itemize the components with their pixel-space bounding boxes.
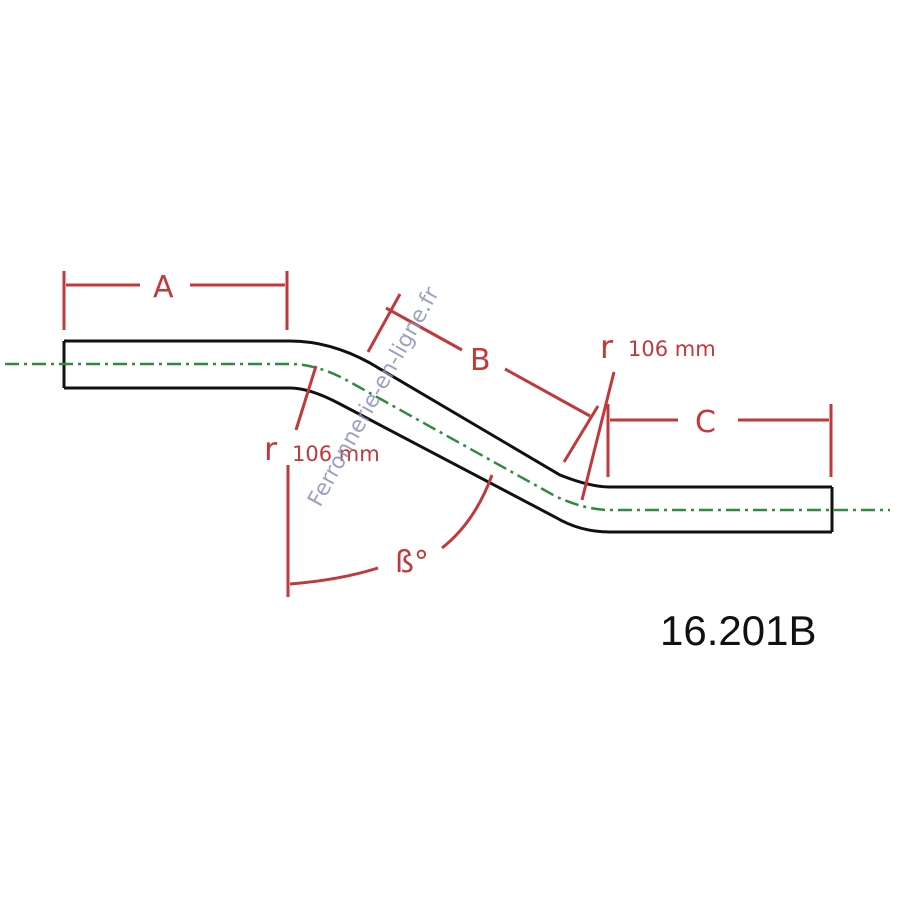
label-r2-value: 106 mm bbox=[628, 337, 716, 361]
dim-b-extension-right bbox=[562, 405, 600, 463]
label-r2: r bbox=[600, 328, 614, 366]
labels: A B C r 106 mm r 106 mm ß° bbox=[153, 270, 716, 580]
r1-pointer bbox=[294, 365, 318, 431]
label-angle: ß° bbox=[395, 545, 429, 580]
label-c: C bbox=[695, 405, 716, 440]
reference-code: 16.201B bbox=[660, 607, 816, 654]
label-b: B bbox=[470, 343, 491, 378]
tube-bottom-edge bbox=[64, 386, 832, 534]
dim-b-line-left bbox=[385, 306, 463, 352]
dim-b-extension-left bbox=[366, 293, 402, 353]
dim-b-line-right bbox=[504, 367, 591, 418]
centerline bbox=[5, 362, 890, 512]
angle-arc-right bbox=[441, 474, 494, 550]
label-a: A bbox=[153, 270, 174, 305]
angle-arc-left bbox=[289, 566, 379, 586]
tube-top-edge bbox=[64, 339, 832, 489]
dimensions bbox=[62, 271, 833, 597]
label-r1-value: 106 mm bbox=[292, 442, 380, 466]
label-r1: r bbox=[264, 430, 278, 468]
r2-pointer bbox=[580, 371, 616, 501]
